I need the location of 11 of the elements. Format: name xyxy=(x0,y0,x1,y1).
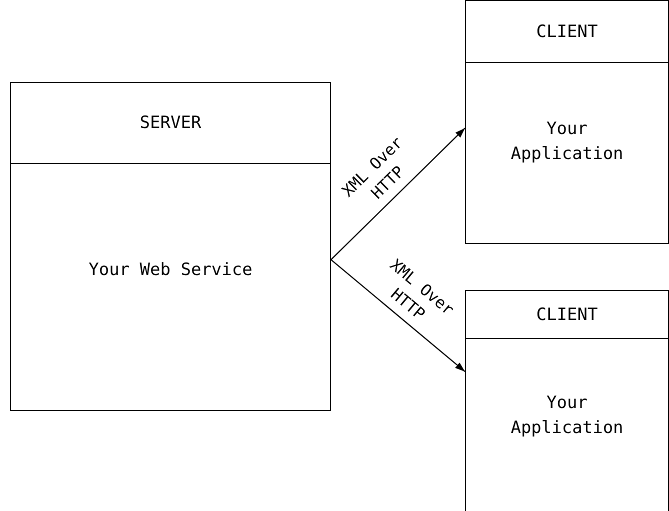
box-text: Your Application xyxy=(510,392,624,440)
box-text: Your Application xyxy=(510,118,624,166)
arrow xyxy=(330,259,466,372)
box-text: Your Web Service xyxy=(88,259,252,282)
box-heading: CLIENT xyxy=(536,304,598,324)
client-box xyxy=(465,290,669,511)
box-heading: SERVER xyxy=(140,113,202,133)
server-box xyxy=(10,82,331,411)
client-box xyxy=(465,0,669,244)
box-heading: CLIENT xyxy=(536,22,598,42)
arrow xyxy=(330,128,466,260)
